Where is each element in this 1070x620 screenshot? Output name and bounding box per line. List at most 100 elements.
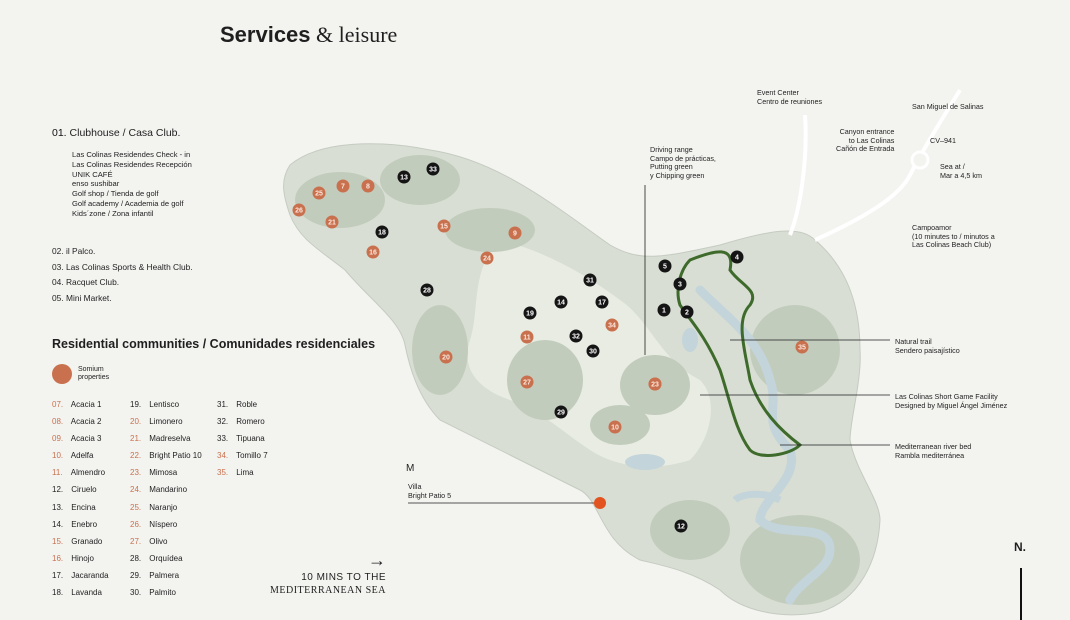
community-item: 31. Roble xyxy=(217,396,268,413)
community-item: 15. Granado xyxy=(52,533,109,550)
community-number: 12. xyxy=(52,485,64,495)
dark-marker-19 xyxy=(523,306,537,320)
community-name: Roble xyxy=(234,400,258,409)
somium-marker-label: 15 xyxy=(440,224,448,231)
community-item: 12. Ciruelo xyxy=(52,481,109,498)
residential-area xyxy=(507,340,583,420)
somium-marker-16 xyxy=(366,245,380,259)
community-number: 31. xyxy=(217,400,229,409)
dark-marker-30 xyxy=(586,344,600,358)
clubhouse-details: Las Colinas Residendes Check - in Las Co… xyxy=(72,150,192,218)
river-bed xyxy=(695,285,835,605)
service-item: 05. Mini Market. xyxy=(52,292,112,303)
community-item: 25. Naranjo xyxy=(130,499,202,516)
somium-marker-26 xyxy=(292,203,306,217)
somium-marker-label: 27 xyxy=(523,380,531,387)
community-number: 17. xyxy=(52,570,64,580)
community-item: 08. Acacia 2 xyxy=(52,413,109,430)
somium-marker-9 xyxy=(508,226,522,240)
residential-area xyxy=(650,500,730,560)
community-name: Olivo xyxy=(147,536,168,546)
villa-location-dot xyxy=(594,497,606,509)
somium-marker-21 xyxy=(325,215,339,229)
dark-marker-13 xyxy=(397,170,411,184)
community-name: Hinojo xyxy=(69,553,94,563)
community-name: Palmera xyxy=(147,570,180,580)
community-item: 35. Lima xyxy=(217,464,268,481)
community-name: Romero xyxy=(234,417,265,427)
dark-marker-label: 28 xyxy=(423,288,431,295)
villa-marker-icon: M xyxy=(406,463,415,474)
dark-marker-33 xyxy=(426,162,440,176)
community-name: Adelfa xyxy=(69,451,94,461)
dark-marker-label: 29 xyxy=(557,410,565,417)
dark-marker-29 xyxy=(554,405,568,419)
somium-marker-label: 11 xyxy=(523,335,531,342)
somium-marker-24 xyxy=(480,251,494,265)
dark-marker-label: 19 xyxy=(526,311,534,318)
community-name: Mandarino xyxy=(147,485,188,495)
somium-marker-label: 7 xyxy=(341,184,345,191)
community-number: 14. xyxy=(52,519,64,529)
somium-marker-label: 25 xyxy=(315,191,323,198)
community-item: 20. Limonero xyxy=(130,413,202,430)
community-number: 23. xyxy=(130,468,142,478)
community-number: 07. xyxy=(52,400,64,409)
dark-marker-label: 12 xyxy=(677,524,685,531)
community-name: Jacaranda xyxy=(69,570,109,580)
somium-marker-23 xyxy=(648,377,662,391)
dark-marker-label: 1 xyxy=(662,308,666,315)
dark-marker-label: 13 xyxy=(400,175,408,182)
dark-marker-label: 32 xyxy=(572,334,580,341)
community-name: Orquídea xyxy=(147,553,183,563)
community-number: 15. xyxy=(52,536,64,546)
somium-marker-label: 24 xyxy=(483,256,491,263)
community-name: Limonero xyxy=(147,417,183,427)
dark-marker-3 xyxy=(673,277,687,291)
sea-distance-note: 10 MINS TO THE MEDITERRANEAN SEA xyxy=(270,572,386,596)
community-number: 13. xyxy=(52,502,64,512)
community-number: 32. xyxy=(217,417,229,427)
community-item: 29. Palmera xyxy=(130,567,202,584)
community-number: 20. xyxy=(130,417,142,427)
somium-marker-10 xyxy=(608,420,622,434)
community-item: 11. Almendro xyxy=(52,464,109,481)
community-item: 24. Mandarino xyxy=(130,481,202,498)
community-item: 18. Lavanda xyxy=(52,584,109,601)
community-item: 28. Orquídea xyxy=(130,550,202,567)
community-number: 27. xyxy=(130,536,142,546)
residential-area xyxy=(750,305,840,395)
dark-marker-label: 18 xyxy=(378,230,386,237)
community-item: 13. Encina xyxy=(52,499,109,516)
community-item: 30. Palmito xyxy=(130,584,202,601)
somium-marker-8 xyxy=(361,179,375,193)
residential-area xyxy=(445,208,535,252)
somium-marker-label: 34 xyxy=(608,323,616,330)
community-number: 09. xyxy=(52,434,64,444)
dark-marker-17 xyxy=(595,295,609,309)
somium-marker-11 xyxy=(520,330,534,344)
community-number: 11. xyxy=(52,468,63,478)
somium-legend-label: Somium properties xyxy=(78,366,110,381)
somium-marker-35 xyxy=(795,340,809,354)
dark-marker-label: 17 xyxy=(598,300,606,307)
community-name: Madreselva xyxy=(147,434,191,444)
somium-marker-label: 26 xyxy=(295,208,303,215)
services-list: 02. il Palco. 03. Las Colinas Sports & H… xyxy=(52,244,193,306)
residential-area xyxy=(412,305,468,395)
somium-marker-label: 16 xyxy=(369,250,377,257)
community-name: Lentisco xyxy=(147,400,180,409)
community-name: Palmito xyxy=(147,588,176,598)
community-number: 28. xyxy=(130,553,142,563)
service-item: 03. Las Colinas Sports & Health Club. xyxy=(52,261,193,272)
somium-marker-34 xyxy=(605,318,619,332)
lake xyxy=(682,328,698,352)
community-number: 29. xyxy=(130,570,142,580)
community-item: 32. Romero xyxy=(217,413,268,430)
community-number: 34. xyxy=(217,451,229,461)
